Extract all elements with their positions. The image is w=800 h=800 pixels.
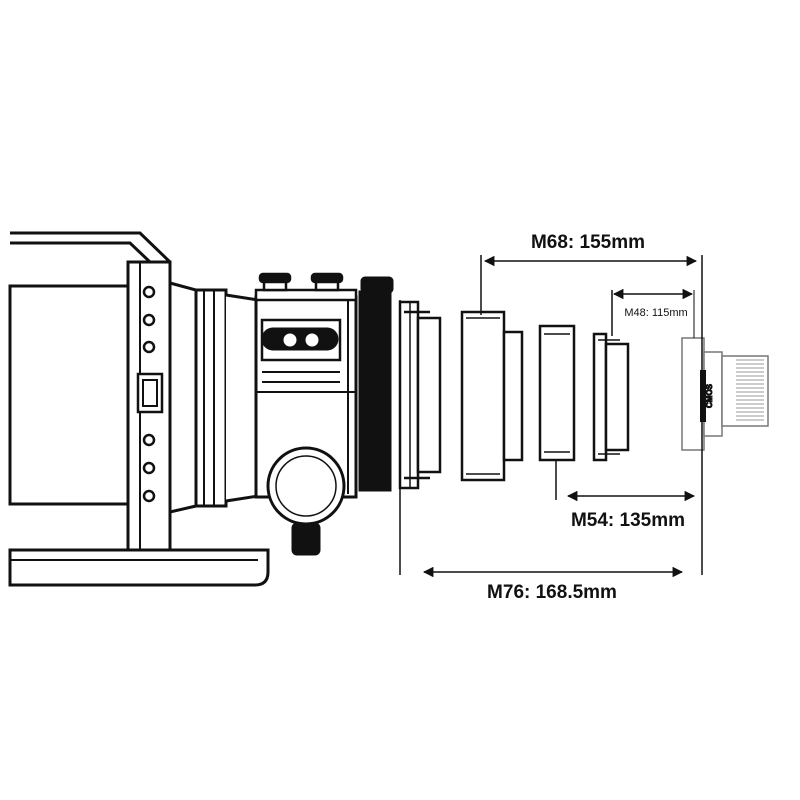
camera: CMOS [681, 337, 769, 451]
rotator-ring [358, 290, 392, 492]
ring-holes [142, 285, 156, 503]
m68-spacer [460, 310, 524, 482]
m48-adapter [592, 332, 630, 462]
locking-knobs [258, 272, 344, 292]
dimension-lines [399, 255, 703, 578]
m54-spacer [538, 324, 576, 462]
camera-label: CMOS [705, 383, 714, 408]
heatsink-fins [736, 359, 764, 421]
label-m48: M48: 115mm [624, 307, 687, 319]
dovetail-plate [8, 548, 270, 587]
focus-knob [266, 446, 346, 556]
m76-adapter [398, 300, 442, 490]
focus-slot [261, 327, 339, 351]
adapters [398, 300, 630, 490]
focuser-collar [168, 281, 198, 514]
telescope [8, 231, 394, 587]
label-m76: M76: 168.5mm [487, 582, 617, 603]
label-m54: M54: 135mm [571, 510, 685, 531]
label-m68: M68: 155mm [531, 232, 645, 253]
